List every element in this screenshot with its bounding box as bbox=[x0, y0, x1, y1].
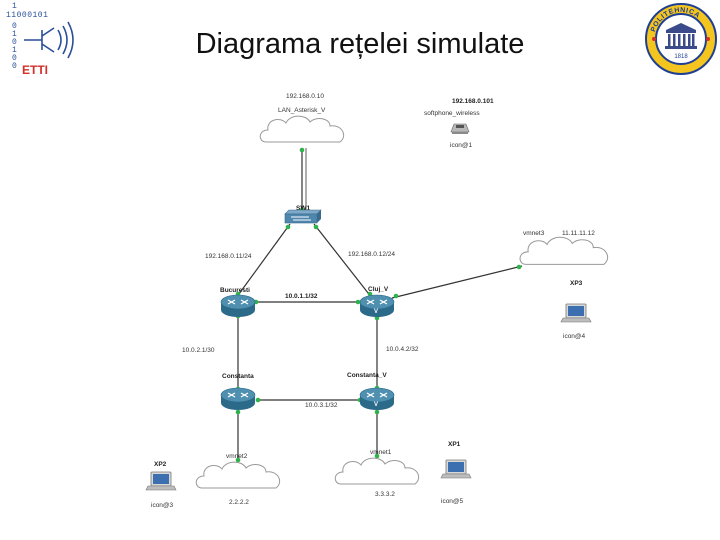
laptop-icon bbox=[440, 459, 472, 479]
router-cluj-badge: V bbox=[374, 309, 378, 315]
building-icon bbox=[665, 23, 697, 49]
lan-name-label: LAN_Asterisk_V bbox=[278, 107, 326, 114]
host-xp2: XP2 icon@3 bbox=[145, 461, 177, 509]
logo-bits-row: 11000101 bbox=[6, 11, 48, 20]
logo-etti-text: ETTI bbox=[22, 63, 48, 77]
router-cluj-v: Cluj_V V bbox=[359, 286, 395, 318]
cloud-lan-asterisk: 192.168.0.10 LAN_Asterisk_V bbox=[259, 93, 345, 143]
vmnet3-name-label: vmnet3 bbox=[523, 230, 545, 237]
vmnet3-ip-label: 11.11.11.12 bbox=[562, 230, 595, 237]
link-label-cluj-constanta-v: 10.0.4.2/32 bbox=[386, 346, 419, 353]
slide-title: Diagrama rețelei simulate bbox=[195, 28, 525, 60]
router-cluj-label: Cluj_V bbox=[368, 286, 389, 293]
softphone-name-label: softphone_wireless bbox=[424, 110, 480, 117]
link-sw1-cluj bbox=[313, 223, 373, 299]
lan-ip-label: 192.168.0.10 bbox=[286, 93, 324, 100]
logo-bits-top: 1 bbox=[12, 2, 17, 11]
softphone-ip-label: 192.168.0.101 bbox=[452, 98, 494, 105]
cloud-vmnet2: vmnet2 2.2.2.2 bbox=[195, 453, 281, 506]
xp3-icon-label: icon@4 bbox=[563, 333, 586, 340]
logo-bit-col-2: 1 bbox=[12, 30, 17, 39]
switch-sw1: SW1 bbox=[284, 205, 322, 224]
xp1-icon-label: icon@5 bbox=[441, 498, 464, 505]
cloud-vmnet3: vmnet3 11.11.11.12 bbox=[519, 230, 609, 265]
links bbox=[235, 148, 523, 464]
laptop-icon bbox=[560, 303, 592, 323]
switch-icon bbox=[284, 209, 322, 224]
router-icon bbox=[220, 387, 256, 411]
softphone-icon-label: icon@1 bbox=[450, 142, 473, 149]
phone-icon bbox=[450, 123, 470, 134]
vmnet2-name-label: vmnet2 bbox=[226, 453, 248, 460]
link-sw1-bucuresti bbox=[235, 223, 291, 299]
logo-bit-col-1: 0 bbox=[12, 22, 17, 31]
antenna-icon bbox=[24, 21, 74, 59]
link-label-constanta-constanta-v: 10.0.3.1/32 bbox=[305, 402, 338, 409]
router-constanta: Constanta bbox=[220, 373, 256, 411]
router-constanta-v-label: Constanta_V bbox=[347, 372, 387, 379]
sw1-label: SW1 bbox=[296, 205, 310, 212]
host-xp1: XP1 icon@5 bbox=[440, 441, 472, 505]
politehnica-seal-logo: POLITEHNICA 1818 bbox=[645, 3, 717, 75]
logo-bit-col-4: 1 bbox=[12, 46, 17, 55]
logo-bit-col-3: 0 bbox=[12, 38, 17, 47]
softphone-node: 192.168.0.101 softphone_wireless icon@1 bbox=[424, 98, 494, 149]
xp2-icon-label: icon@3 bbox=[151, 502, 174, 509]
vmnet2-ip-label: 2.2.2.2 bbox=[229, 499, 249, 506]
logo-bit-col-6: 0 bbox=[12, 62, 17, 71]
xp2-label: XP2 bbox=[154, 461, 167, 468]
host-xp3: XP3 icon@4 bbox=[560, 280, 592, 340]
vmnet1-name-label: vmnet1 bbox=[370, 449, 392, 456]
logo-bit-col-5: 0 bbox=[12, 54, 17, 63]
router-icon bbox=[220, 294, 256, 318]
router-constanta-v: Constanta_V V bbox=[347, 372, 395, 411]
vmnet1-ip-label: 3.3.3.2 bbox=[375, 491, 395, 498]
router-bucuresti-label: Bucuresti bbox=[220, 287, 250, 294]
link-label-bucuresti-constanta: 10.0.2.1/30 bbox=[182, 347, 215, 354]
xp1-label: XP1 bbox=[448, 441, 461, 448]
link-label-sw-cluj: 192.168.0.12/24 bbox=[348, 251, 395, 258]
link-label-sw-bucuresti: 192.168.0.11/24 bbox=[205, 253, 252, 260]
router-constanta-label: Constanta bbox=[222, 373, 254, 380]
cloud-vmnet1: vmnet1 3.3.3.2 bbox=[334, 449, 420, 498]
seal-year: 1818 bbox=[674, 54, 688, 60]
router-constanta-v-badge: V bbox=[374, 402, 378, 408]
router-bucuresti: Bucuresti bbox=[220, 287, 256, 318]
etti-logo: 1 11000101 0 1 0 1 0 0 ETTI bbox=[6, 2, 74, 77]
xp3-label: XP3 bbox=[570, 280, 583, 287]
link-label-bucuresti-cluj: 10.0.1.1/32 bbox=[285, 293, 318, 300]
link-cluj-vmnet3 bbox=[391, 265, 523, 299]
laptop-icon bbox=[145, 471, 177, 491]
